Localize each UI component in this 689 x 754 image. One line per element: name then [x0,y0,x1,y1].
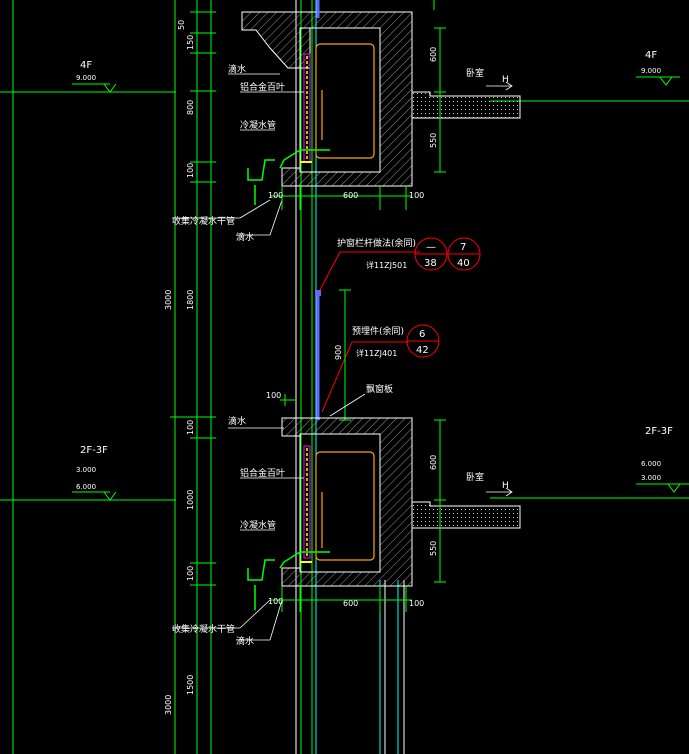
bubble-3-top: 6 [419,329,425,340]
label-drip-bot: 滴水 [236,635,254,647]
level-value: 9.000 [641,67,661,75]
level-value-2: 6.000 [76,483,96,491]
label-embed: 预埋件(余同) [352,325,404,337]
label-bay-window: 飘窗板 [366,383,393,395]
label-condensate-mid: 冷凝水管 [240,519,276,531]
dim-mid-100: 100 [266,391,281,400]
level-name: 2F-3F [80,445,108,456]
level-value-1: 3.000 [76,466,96,474]
dim-h-top-3: 100 [409,191,424,200]
label-collect-bot: 收集冷凝水干管 [172,623,235,635]
bubble-3-bot: 42 [416,345,429,356]
dim-h-bot-3: 100 [409,599,424,608]
label-drip-top-b: 滴水 [236,231,254,243]
bubble-2-bot: 40 [457,258,470,269]
label-railing: 护窗栏杆做法(余同) [337,237,416,249]
dim-1000: 1000 [186,490,195,510]
dim-right-550b: 550 [429,541,438,556]
label-embed-ref: 详11ZJ401 [356,348,397,358]
bubble-1-top: — [426,242,436,253]
level-4f-left: 4F 9.000 [0,60,176,93]
label-bedroom-mid: 卧室 [466,471,484,483]
bubble-2-top: 7 [460,242,466,253]
dim-1500: 1500 [186,675,195,695]
label-railing-ref: 详11ZJ501 [366,260,407,270]
level-name: 4F [80,60,92,71]
bubble-1-bot: 38 [424,258,437,269]
vertical-dimension-texts: 50 150 800 100 3000 1800 100 1000 100 15… [164,20,195,715]
window-unit-bottom: 600 550 100 600 100 滴水 铝合金百叶 冷凝水管 收集冷凝水干… [172,415,521,647]
dim-h-bot-1: 100 [268,597,283,606]
dim-100b: 100 [186,420,195,435]
label-h-top: H [502,75,509,85]
label-collect-top: 收集冷凝水干管 [172,215,235,227]
dim-h-top-2: 600 [343,191,358,200]
label-h-mid: H [502,481,509,491]
dim-3000: 3000 [164,290,173,310]
level-2f3f-right: 2F-3F 6.000 3.000 [490,426,689,499]
dim-800: 800 [186,100,195,115]
level-name: 2F-3F [645,426,673,437]
label-louver-top: 铝合金百叶 [240,81,285,93]
window-unit-top: 600 550 100 600 100 滴水 铝合金百叶 冷凝水管 收集冷凝水干… [172,0,521,243]
left-grid-lines [12,0,212,754]
railing-annotation: 护窗栏杆做法(余同) 详11ZJ501 预埋件(余同) 详11ZJ401 — 3… [266,237,481,421]
level-value-1: 6.000 [641,460,661,468]
left-dim-ticks [170,11,216,586]
label-condensate-top: 冷凝水管 [240,119,276,131]
dim-right-600a: 600 [429,47,438,62]
dim-50: 50 [177,20,186,30]
dim-h-bot-2: 600 [343,599,358,608]
level-value-2: 3.000 [641,474,661,482]
label-bedroom-top: 卧室 [466,67,484,79]
dim-1800: 1800 [186,290,195,310]
label-drip-top: 滴水 [228,63,246,75]
dim-right-600b: 600 [429,455,438,470]
dim-100c: 100 [186,566,195,581]
label-drip-mid: 滴水 [228,415,246,427]
dim-right-900: 900 [334,345,343,360]
dim-100a: 100 [186,163,195,178]
dim-150: 150 [186,35,195,50]
level-name: 4F [645,50,657,61]
level-4f-right: 4F 9.000 [490,50,689,102]
level-2f3f-left: 2F-3F 3.000 6.000 [0,445,176,501]
level-value: 9.000 [76,74,96,82]
label-louver-mid: 铝合金百叶 [240,467,285,479]
dim-3000b: 3000 [164,695,173,715]
dim-right-550a: 550 [429,133,438,148]
dim-h-top-1: 100 [268,191,283,200]
